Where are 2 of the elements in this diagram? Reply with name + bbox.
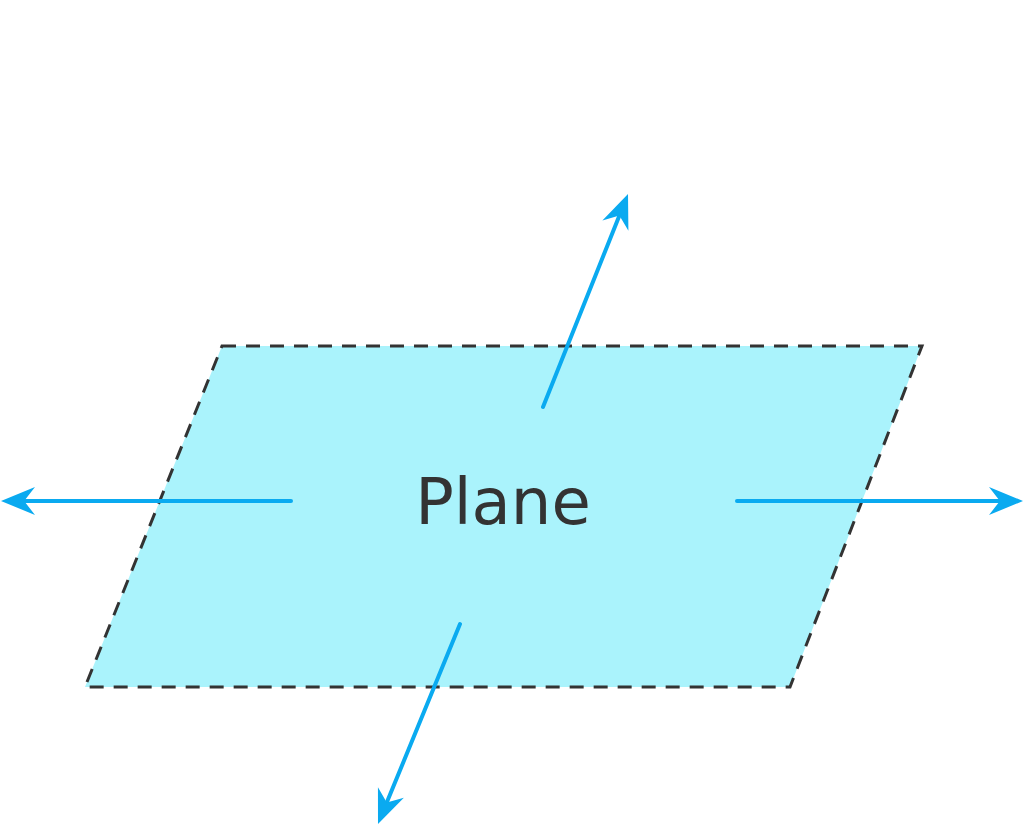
- plane-parallelogram: [85, 346, 925, 687]
- plane-label: Plane: [415, 470, 591, 534]
